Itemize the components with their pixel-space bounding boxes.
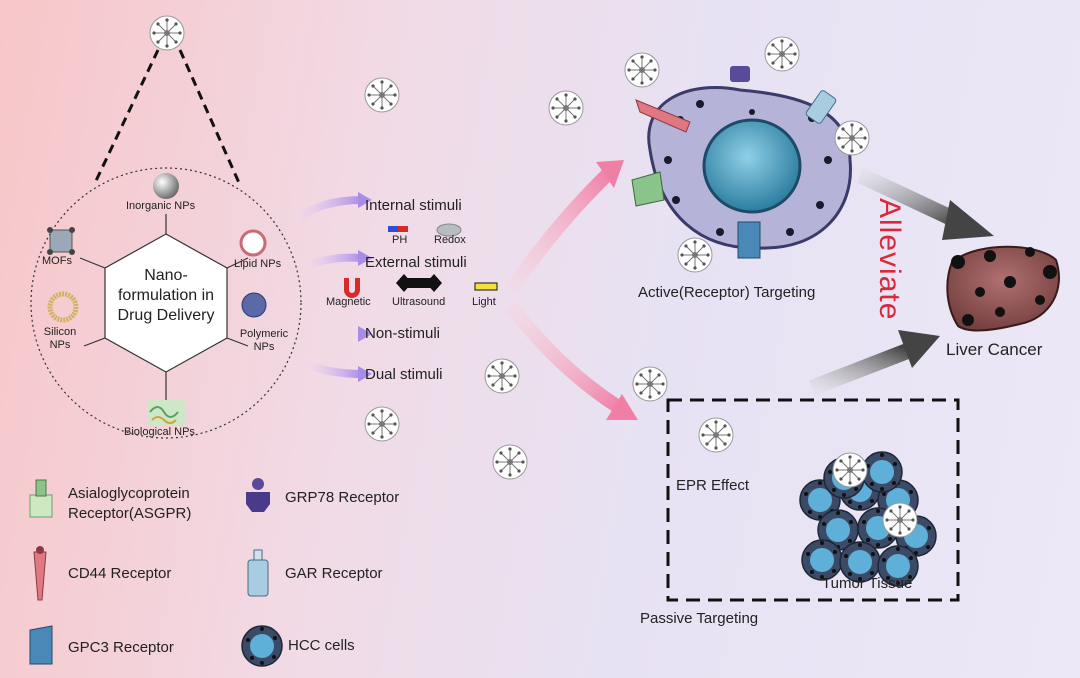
hexagon-title: Nano-formulation in Drug Delivery [117, 267, 215, 324]
legend-grp78-icon [246, 478, 270, 512]
arrow-passive-to-liver [809, 342, 913, 396]
label-non-stimuli: Non-stimuli [365, 325, 441, 342]
magnet-icon [344, 278, 360, 298]
label-light: Light [472, 296, 496, 308]
label-redox: Redox [434, 234, 466, 246]
label-internal-stimuli: Internal stimuli [365, 197, 462, 214]
arrow-internal [293, 196, 363, 224]
hexagon [104, 233, 228, 373]
label-external-stimuli: External stimuli [365, 254, 467, 271]
label-liver-cancer: Liver Cancer [946, 340, 1043, 359]
grp78-receptor-icon [730, 66, 750, 82]
ph-icon [388, 226, 408, 232]
label-tumor-tissue: Tumor Tissue [822, 575, 913, 592]
ultrasound-icon [396, 274, 442, 292]
label-magnetic: Magnetic [326, 296, 371, 308]
arrow-passive [504, 300, 624, 414]
legend-cd44-icon [33, 546, 47, 601]
inorganic-np-icon [153, 173, 179, 199]
liver-icon [946, 245, 1060, 332]
label-mofs: MOFs [42, 255, 72, 267]
legend-grp78: GRP78 Receptor [285, 489, 400, 506]
silicon-np-icon [47, 291, 79, 323]
lipid-np-icon [239, 229, 267, 257]
asgpr-receptor-icon [631, 171, 665, 207]
biological-np-icon [148, 400, 186, 426]
label-epr-effect: EPR Effect [676, 477, 750, 494]
arrow-active [504, 166, 615, 295]
label-active-targeting: Active(Receptor) Targeting [638, 284, 816, 301]
hexagon-spokes [79, 214, 249, 400]
legend-hcc: HCC cells [288, 637, 355, 654]
label-ultrasound: Ultrasound [392, 296, 446, 308]
legend-gpc3: GPC3 Receptor [68, 639, 174, 656]
hcc-cell-illustration [631, 66, 852, 259]
mofs-icon [47, 227, 75, 255]
label-passive-targeting: Passive Targeting [640, 610, 759, 627]
label-biological-nps: Biological NPs [124, 426, 195, 438]
label-dual-stimuli: Dual stimuli [365, 366, 443, 383]
redox-icon [436, 223, 462, 237]
alleviate-label: Alleviate [873, 198, 906, 321]
arrow-external [304, 253, 363, 270]
zoom-line-right [178, 49, 242, 186]
legend-asgpr-icon [29, 479, 53, 518]
legend-gar: GAR Receptor [285, 565, 383, 582]
arrow-dual [304, 360, 363, 378]
gar-receptor-icon [805, 90, 837, 124]
cd44-receptor-icon [635, 99, 691, 133]
nanoparticle-icon [149, 15, 185, 51]
label-lipid-nps: Lipid NPs [234, 258, 282, 270]
legend-gpc3-icon [29, 625, 53, 665]
legend-cd44: CD44 Receptor [68, 565, 172, 582]
nanoformulation-circle [30, 167, 302, 439]
legend-hcc-icon [241, 625, 283, 667]
passive-targeting-box [666, 398, 960, 602]
polymeric-np-icon [241, 292, 267, 318]
label-ph: PH [392, 234, 408, 246]
label-inorganic-nps: Inorganic NPs [126, 200, 196, 212]
light-icon [474, 282, 498, 291]
arrow-active-to-liver [856, 167, 964, 230]
zoom-line-left [92, 49, 160, 186]
legend-gar-icon [247, 549, 269, 597]
gpc3-receptor-icon [737, 221, 761, 259]
